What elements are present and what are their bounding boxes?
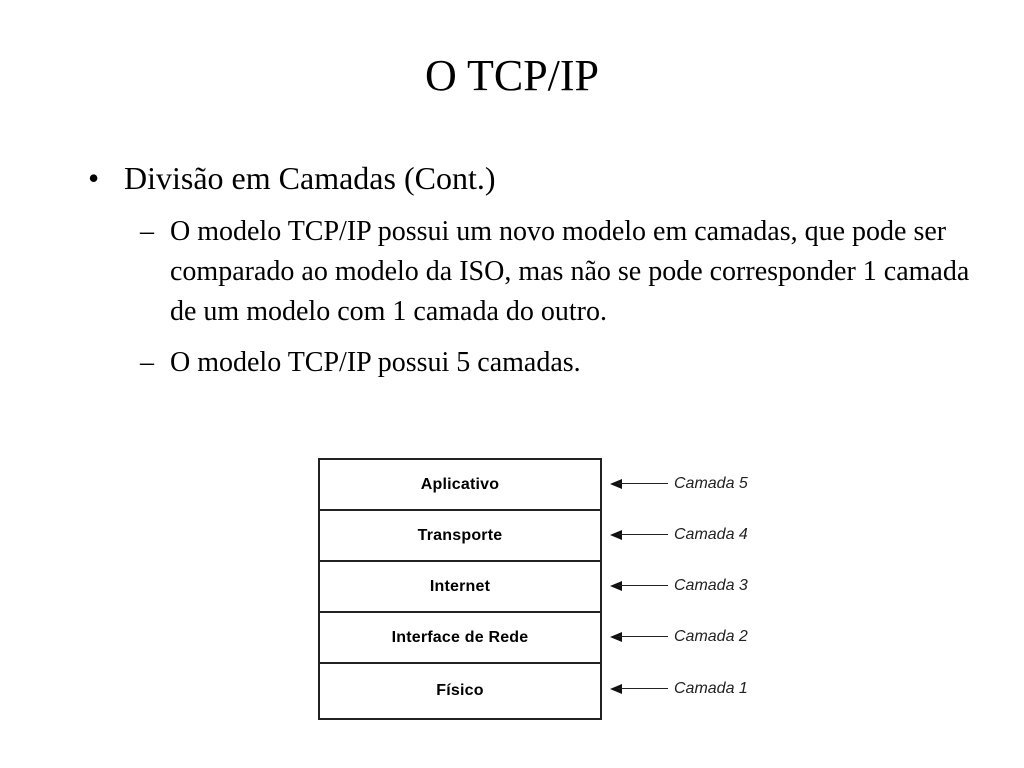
layer-box-aplicativo: Aplicativo: [320, 460, 600, 511]
layer-box-internet: Internet: [320, 562, 600, 613]
layer-label-row: Camada 4: [610, 509, 780, 560]
sub-bullet-text: O modelo TCP/IP possui 5 camadas.: [170, 347, 581, 378]
layer-label-row: Camada 1: [610, 662, 780, 716]
layer-labels: Camada 5 Camada 4 Camada 3 Camada 2 Cama…: [610, 458, 780, 716]
slide-title: O TCP/IP: [424, 51, 600, 100]
layer-label: Camada 1: [674, 680, 748, 697]
sub-bullet-item: – O modelo TCP/IP possui um novo modelo …: [140, 212, 985, 332]
layer-box-interface-de-rede: Interface de Rede: [320, 613, 600, 664]
arrow-left-icon: [610, 631, 668, 643]
sub-bullet-dash: –: [140, 216, 154, 247]
sub-bullet-item: – O modelo TCP/IP possui 5 camadas.: [140, 343, 985, 383]
bullet-item: • Divisão em Camadas (Cont.): [88, 158, 495, 198]
layer-label-row: Camada 2: [610, 611, 780, 662]
layer-label: Camada 4: [674, 525, 748, 543]
sub-bullet-list: – O modelo TCP/IP possui um novo modelo …: [140, 212, 985, 394]
layer-box-fisico: Físico: [436, 682, 484, 699]
arrow-left-icon: [610, 529, 668, 541]
arrow-left-icon: [610, 580, 668, 592]
arrow-left-icon: [610, 683, 668, 695]
layer-label-row: Camada 5: [610, 458, 780, 509]
layer-label: Camada 3: [674, 576, 748, 594]
sub-bullet-dash: –: [140, 347, 154, 378]
bullet-text: Divisão em Camadas (Cont.): [124, 160, 496, 196]
layer-label: Camada 5: [674, 474, 748, 492]
bullet-mark: •: [88, 160, 100, 196]
layer-label-row: Camada 3: [610, 560, 780, 611]
layer-label: Camada 2: [674, 627, 748, 645]
layer-stack-diagram: Aplicativo Transporte Internet Interface…: [318, 458, 602, 720]
arrow-left-icon: [610, 478, 668, 490]
layer-box-transporte: Transporte: [320, 511, 600, 562]
sub-bullet-text: O modelo TCP/IP possui um novo modelo em…: [170, 216, 970, 327]
